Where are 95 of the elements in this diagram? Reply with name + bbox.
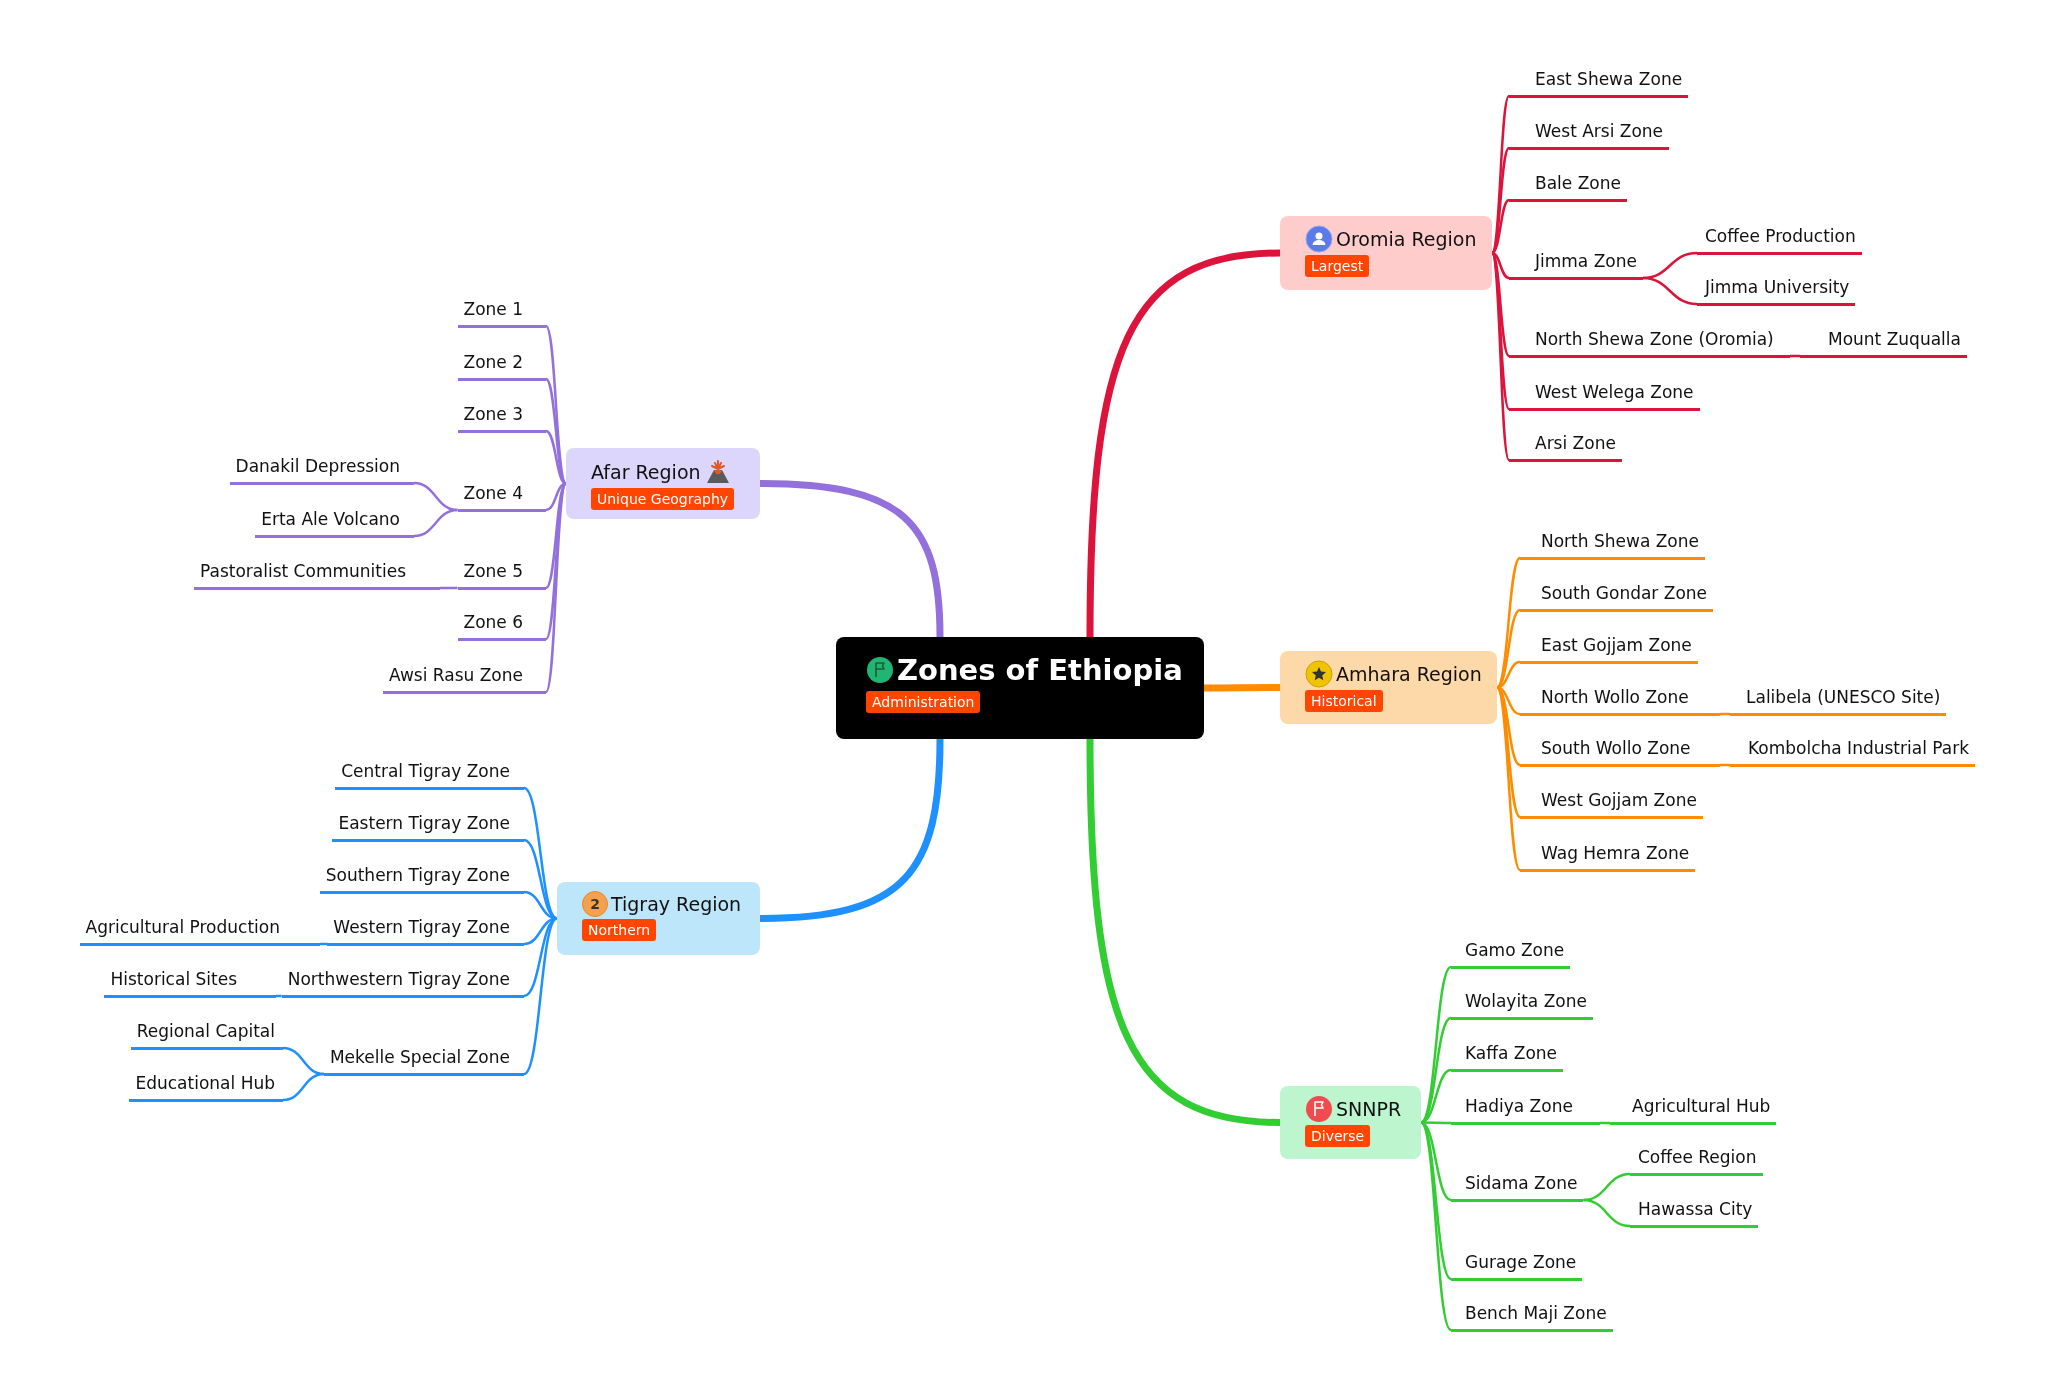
- branch-line: [1583, 1198, 1631, 1228]
- zone-label: Danakil Depression: [229, 454, 414, 485]
- branch-line: [759, 480, 944, 638]
- zone-label: South Gondar Zone: [1520, 581, 1714, 612]
- zone-label: Regional Capital: [130, 1019, 283, 1050]
- zone-label: Agricultural Production: [79, 915, 320, 946]
- branch-line: [523, 838, 558, 920]
- zone-label: North Shewa Zone (Oromia): [1509, 327, 1790, 358]
- zone-label: Educational Hub: [129, 1071, 283, 1102]
- zone-label: West Arsi Zone: [1509, 119, 1670, 150]
- branch-line: [1491, 251, 1510, 280]
- tag-badge: Historical: [1305, 690, 1383, 712]
- tag-badge: Diverse: [1305, 1125, 1371, 1147]
- zone-label: Kombolcha Industrial Park: [1730, 736, 1975, 767]
- zone-label: West Welega Zone: [1509, 380, 1700, 411]
- zone-label: Wag Hemra Zone: [1520, 841, 1696, 872]
- root-title: Zones of Ethiopia: [897, 653, 1183, 687]
- zone-label: Zone 4: [457, 481, 546, 512]
- zone-label: East Gojjam Zone: [1520, 633, 1698, 664]
- region-box: [1280, 651, 1497, 724]
- zone-label: Sidama Zone: [1451, 1171, 1584, 1202]
- zone-label: Mekelle Special Zone: [323, 1045, 524, 1076]
- region-title: SNNPR: [1336, 1098, 1402, 1120]
- branch-line: [276, 994, 282, 998]
- branch-line: [320, 942, 328, 946]
- branch-line: [1720, 763, 1730, 767]
- zone-label: Western Tigray Zone: [327, 915, 524, 946]
- tag-badge: Administration: [866, 691, 981, 713]
- zone-label: Zone 2: [457, 350, 546, 381]
- region-title: Afar Region: [591, 461, 701, 483]
- zone-label: Arsi Zone: [1509, 431, 1622, 462]
- branch-line: [282, 1072, 325, 1102]
- branch-line: [1086, 249, 1281, 638]
- zone-label: Jimma University: [1697, 275, 1856, 306]
- zone-label: Zone 1: [457, 297, 546, 328]
- branch-line: [1491, 252, 1510, 357]
- zone-label: Gurage Zone: [1451, 1250, 1583, 1281]
- zone-label: Erta Ale Volcano: [255, 507, 414, 538]
- tag-badge: Northern: [582, 919, 657, 941]
- branch-line: [1600, 1121, 1610, 1125]
- zone-label: North Wollo Zone: [1520, 685, 1720, 716]
- zone-label: Kaffa Zone: [1451, 1041, 1564, 1072]
- branch-line: [1421, 1121, 1451, 1125]
- branch-line: [1086, 738, 1281, 1126]
- region-box: [1280, 216, 1492, 290]
- region-box: [1280, 1086, 1421, 1159]
- zone-label: Hadiya Zone: [1451, 1094, 1600, 1125]
- branch-line: [759, 738, 944, 922]
- zone-label: Bench Maji Zone: [1451, 1301, 1613, 1332]
- region-box: [566, 448, 760, 519]
- zone-label: Zone 3: [457, 402, 546, 433]
- zone-label: North Shewa Zone: [1520, 529, 1705, 560]
- tag-badge: Unique Geography: [591, 488, 735, 510]
- number-badge: 2: [582, 891, 608, 917]
- zone-label: South Wollo Zone: [1520, 736, 1720, 767]
- zone-label: Coffee Production: [1697, 224, 1862, 255]
- branch-line: [1720, 712, 1730, 716]
- zone-label: Southern Tigray Zone: [319, 863, 524, 894]
- zone-label: Awsi Rasu Zone: [383, 663, 546, 694]
- branch-line: [523, 917, 558, 1075]
- branch-line: [1420, 966, 1452, 1124]
- zone-label: Wolayita Zone: [1451, 989, 1593, 1020]
- region-title: Tigray Region: [611, 893, 742, 915]
- region-title: Amhara Region: [1336, 663, 1482, 685]
- zone-label: Hawassa City: [1630, 1197, 1759, 1228]
- zone-label: Historical Sites: [104, 967, 276, 998]
- zone-label: Mount Zuqualla: [1800, 327, 1967, 358]
- zone-label: Pastoralist Communities: [194, 559, 440, 590]
- root-box: [836, 637, 1204, 739]
- zone-label: Northwestern Tigray Zone: [281, 967, 524, 998]
- region-box: [557, 882, 760, 955]
- zone-label: Zone 5: [457, 559, 546, 590]
- zone-label: Eastern Tigray Zone: [332, 811, 524, 842]
- branch-line: [1642, 276, 1698, 306]
- branch-line: [1420, 1121, 1452, 1331]
- zone-label: Coffee Region: [1630, 1145, 1763, 1176]
- branch-line: [1204, 684, 1280, 692]
- zone-label: West Gojjam Zone: [1520, 788, 1703, 819]
- branch-line: [1496, 608, 1521, 689]
- zone-label: Agricultural Hub: [1610, 1094, 1777, 1125]
- branch-line: [545, 482, 567, 512]
- zone-label: Bale Zone: [1509, 171, 1627, 202]
- zone-label: Lalibela (UNESCO Site): [1730, 685, 1947, 716]
- branch-line: [545, 429, 567, 485]
- zone-label: Zone 6: [457, 610, 546, 641]
- branch-line: [1491, 198, 1510, 255]
- branch-line: [413, 508, 458, 538]
- zone-label: Central Tigray Zone: [335, 759, 524, 790]
- tag-badge: Largest: [1305, 255, 1370, 277]
- zone-label: Jimma Zone: [1509, 249, 1643, 280]
- zone-label: East Shewa Zone: [1509, 67, 1689, 98]
- region-title: Oromia Region: [1336, 228, 1477, 250]
- zone-label: Gamo Zone: [1451, 938, 1571, 969]
- branch-line: [440, 586, 458, 590]
- branch-line: [1790, 354, 1800, 358]
